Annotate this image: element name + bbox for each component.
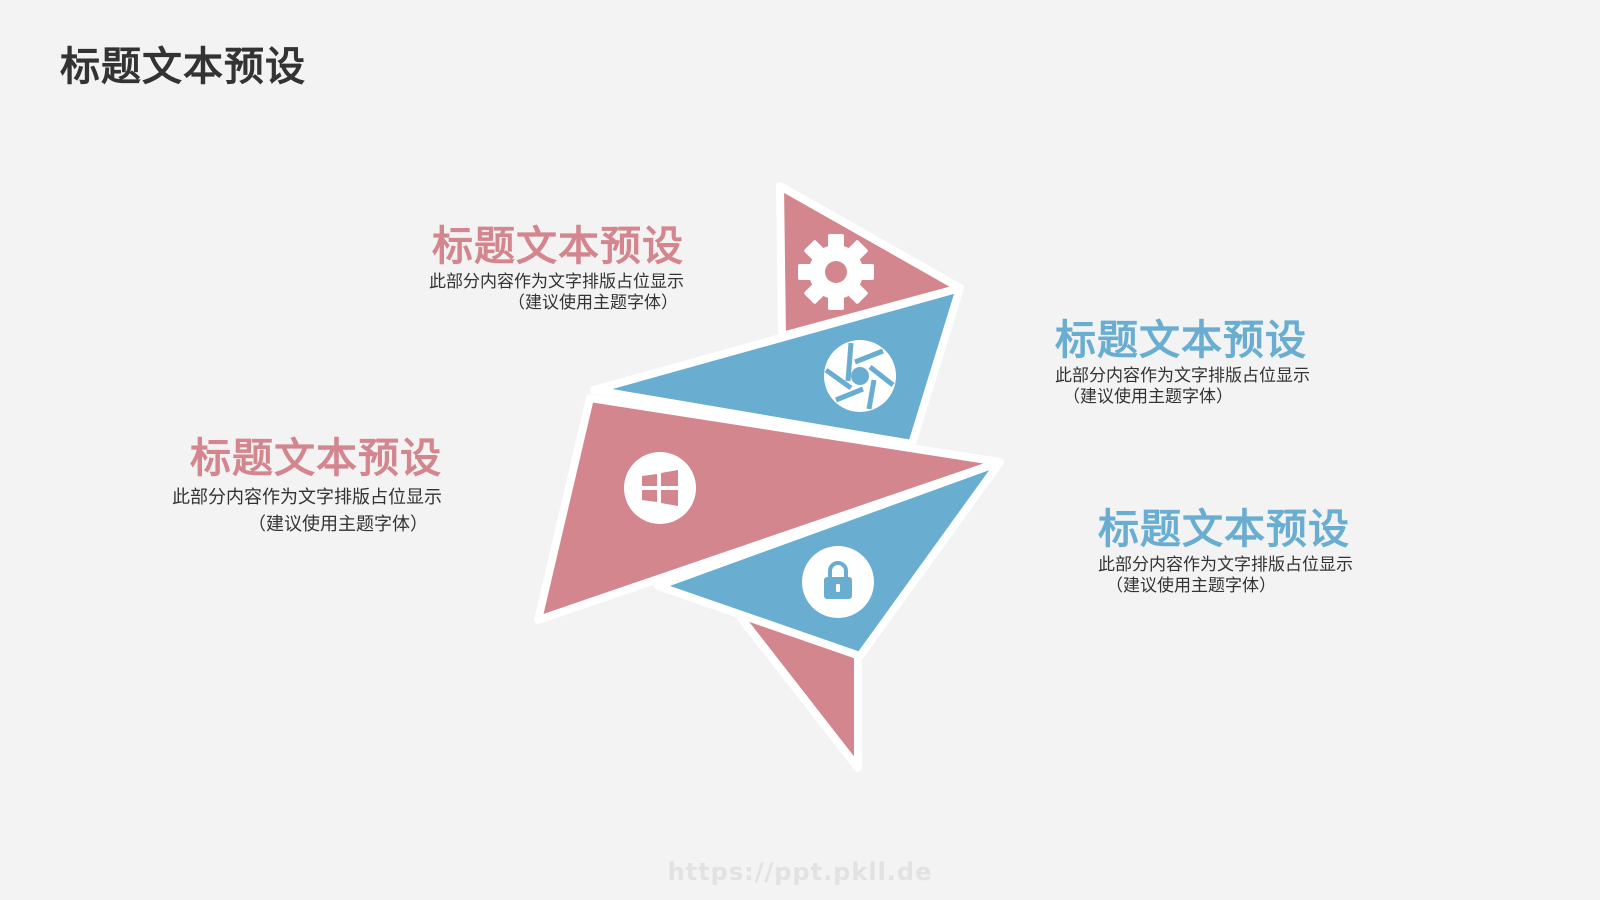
gear-icon [798, 234, 874, 310]
lock-icon [802, 546, 874, 618]
text-block-1-desc: 此部分内容作为文字排版占位显示 [429, 272, 684, 292]
aperture-icon [824, 340, 896, 412]
watermark: https://ppt.pkll.de [667, 858, 933, 886]
text-block-2-heading: 标题文本预设 [1055, 316, 1307, 364]
text-block-2-note: （建议使用主题字体） [1063, 387, 1233, 407]
text-block-4-heading: 标题文本预设 [1098, 505, 1350, 553]
text-block-1-heading: 标题文本预设 [432, 222, 684, 270]
text-block-2-desc: 此部分内容作为文字排版占位显示 [1055, 366, 1310, 386]
text-block-2: 标题文本预设 此部分内容作为文字排版占位显示 （建议使用主题字体） [1055, 314, 1310, 408]
windows-icon [624, 452, 696, 524]
text-block-3-note: （建议使用主题字体） [248, 514, 428, 535]
text-block-3-desc: 此部分内容作为文字排版占位显示 [172, 487, 442, 508]
text-block-1-note: （建议使用主题字体） [508, 293, 678, 313]
text-block-1: 标题文本预设 此部分内容作为文字排版占位显示 （建议使用主题字体） [412, 220, 684, 314]
text-block-4-desc: 此部分内容作为文字排版占位显示 [1098, 555, 1353, 575]
text-block-4-note: （建议使用主题字体） [1106, 576, 1276, 596]
text-block-3: 标题文本预设 此部分内容作为文字排版占位显示 （建议使用主题字体） [140, 432, 442, 538]
slide-title: 标题文本预设 [60, 44, 306, 90]
text-block-4: 标题文本预设 此部分内容作为文字排版占位显示 （建议使用主题字体） [1098, 503, 1353, 597]
text-block-3-heading: 标题文本预设 [190, 434, 442, 482]
